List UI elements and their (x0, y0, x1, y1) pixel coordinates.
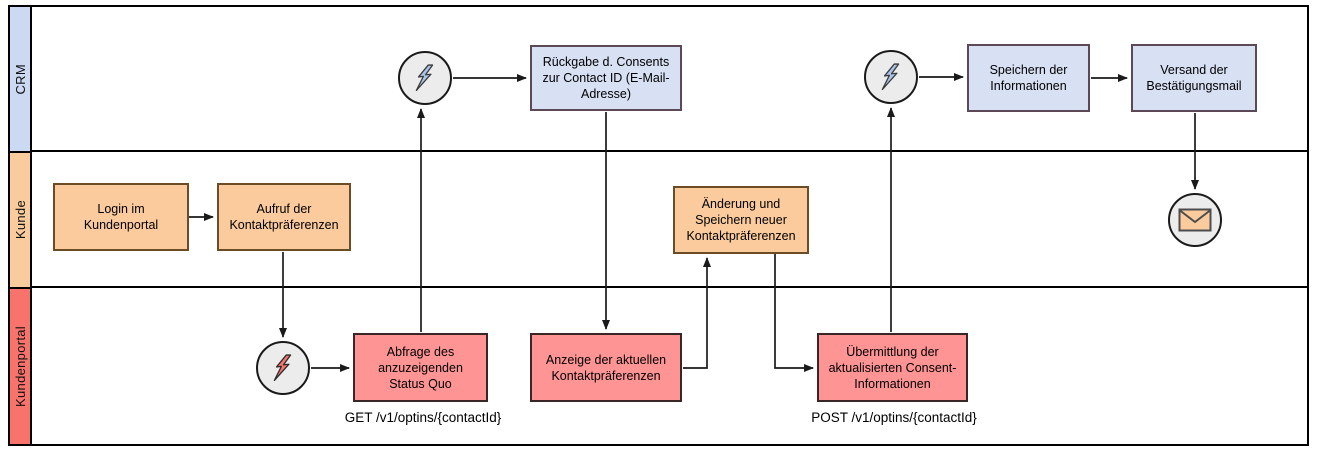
api-annotation-post: POST /v1/optins/{contactId} (811, 410, 977, 425)
task-login-kundenportal: Login im Kundenportal (53, 183, 189, 251)
lane-label-kundenportal: Kundenportal (8, 287, 32, 446)
lane-label-text: CRM (12, 63, 28, 95)
lane-label-text: Kundenportal (12, 326, 28, 407)
start-event-crm-1 (398, 51, 452, 105)
lightning-icon (415, 64, 434, 92)
task-label: Änderung und Speichern neuer Kontaktpräf… (686, 197, 796, 243)
task-label: Abfrage des anzuzeigenden Status Quo (378, 344, 463, 391)
task-label: Rückgabe d. Consents zur Contact ID (E-M… (542, 55, 670, 101)
task-uebermittlung-consent: Übermittlung der aktualisierten Consent-… (817, 333, 968, 402)
lane-label-text: Kunde (12, 200, 28, 240)
task-label: Anzeige der aktuellen Kontaktpräferenzen (545, 352, 667, 383)
task-label: Login im Kundenportal (83, 202, 159, 232)
task-abfrage-status-quo: Abfrage des anzuzeigenden Status Quo (353, 333, 488, 402)
task-rueckgabe-consents: Rückgabe d. Consents zur Contact ID (E-M… (530, 45, 682, 111)
lightning-icon (273, 354, 292, 382)
api-annotation-get: GET /v1/optins/{contactId} (344, 410, 502, 425)
task-speichern-informationen: Speichern der Informationen (967, 44, 1090, 112)
lightning-icon (881, 63, 900, 91)
task-label: Aufruf der Kontaktpräferenzen (229, 202, 339, 232)
task-label: Versand der Bestätigungsmail (1146, 63, 1242, 93)
task-anzeige-kontaktpraeferenzen: Anzeige der aktuellen Kontaktpräferenzen (530, 333, 682, 402)
task-versand-bestaetigungsmail: Versand der Bestätigungsmail (1131, 44, 1257, 112)
start-event-portal (256, 341, 310, 395)
task-label: Speichern der Informationen (989, 63, 1068, 93)
task-label: Übermittlung der aktualisierten Consent-… (828, 344, 957, 391)
start-event-crm-2 (864, 50, 918, 104)
lane-divider (30, 150, 1309, 152)
lane-label-kunde: Kunde (8, 151, 32, 289)
envelope-icon (1178, 208, 1212, 232)
lane-divider (30, 286, 1309, 288)
task-aufruf-kontaktpraeferenzen: Aufruf der Kontaktpräferenzen (217, 183, 351, 251)
task-aenderung-speichern: Änderung und Speichern neuer Kontaktpräf… (673, 186, 809, 254)
lane-label-crm: CRM (8, 5, 32, 153)
mail-event (1168, 193, 1222, 247)
